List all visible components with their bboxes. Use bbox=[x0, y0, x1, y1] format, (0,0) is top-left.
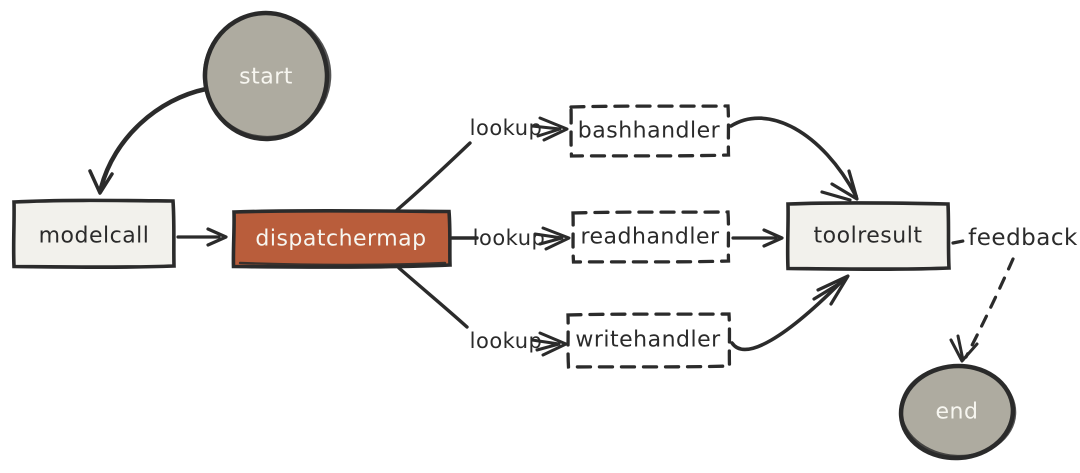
arrowhead-icon bbox=[530, 116, 569, 142]
edge-readhandler-toolresult bbox=[731, 228, 784, 248]
node-label: readhandler bbox=[580, 225, 720, 250]
edge-dispatchermap-bashhandler: lookup bbox=[395, 116, 569, 212]
edge-line bbox=[964, 257, 1015, 359]
node-label: end bbox=[936, 400, 979, 425]
node-shape bbox=[571, 210, 731, 264]
node-label: start bbox=[239, 65, 293, 90]
arrowhead-icon bbox=[949, 334, 979, 363]
node-dispatchermap: dispatchermap bbox=[231, 209, 452, 269]
edge-line bbox=[98, 86, 209, 191]
edge-line bbox=[729, 116, 858, 198]
edge-toolresult-end: feedback bbox=[949, 225, 1078, 363]
node-label: modelcall bbox=[39, 224, 150, 249]
node-end: end bbox=[898, 363, 1017, 461]
node-start: start bbox=[202, 10, 332, 142]
arrowhead-icon bbox=[812, 274, 850, 306]
edge-writehandler-toolresult bbox=[730, 274, 850, 352]
node-shape bbox=[569, 104, 731, 158]
edge-start-modelcall bbox=[88, 86, 209, 195]
node-shape bbox=[566, 312, 732, 369]
arrowhead-icon bbox=[88, 169, 114, 195]
edge-label-lookup-bash: lookup bbox=[470, 116, 543, 140]
arrowhead-icon bbox=[530, 331, 568, 357]
edge-label-lookup-read: lookup bbox=[473, 226, 546, 250]
node-shape bbox=[785, 201, 951, 271]
arrowhead-icon bbox=[762, 228, 784, 248]
node-shape bbox=[231, 209, 452, 269]
edge-line bbox=[730, 276, 847, 352]
node-label: dispatchermap bbox=[255, 227, 426, 252]
node-writehandler: writehandler bbox=[566, 312, 732, 369]
edge-dispatchermap-readhandler: lookup bbox=[450, 226, 571, 251]
node-label: toolresult bbox=[814, 224, 923, 249]
edge-line bbox=[397, 266, 469, 329]
node-modelcall: modelcall bbox=[11, 198, 176, 269]
node-label: bashhandler bbox=[578, 119, 721, 144]
node-shape-sketch bbox=[202, 11, 332, 139]
arrowhead-icon bbox=[533, 226, 571, 251]
node-toolresult: toolresult bbox=[785, 201, 951, 271]
edge-line bbox=[395, 141, 472, 212]
node-bashhandler: bashhandler bbox=[569, 104, 731, 158]
edge-label-lookup-write: lookup bbox=[470, 329, 543, 353]
arrowhead-icon bbox=[820, 169, 859, 202]
node-shape-sketch bbox=[238, 261, 447, 267]
edge-bashhandler-toolresult bbox=[729, 116, 859, 202]
node-shape-sketch bbox=[899, 364, 1017, 458]
edge-modelcall-dispatchermap bbox=[176, 227, 228, 247]
edge-dispatchermap-writehandler: lookup bbox=[397, 266, 568, 357]
node-shape bbox=[11, 198, 176, 269]
edge-line bbox=[951, 239, 965, 245]
node-readhandler: readhandler bbox=[571, 210, 731, 264]
arrowhead-icon bbox=[206, 227, 228, 247]
edge-label-feedback: feedback bbox=[968, 225, 1078, 251]
node-label: writehandler bbox=[575, 328, 721, 353]
